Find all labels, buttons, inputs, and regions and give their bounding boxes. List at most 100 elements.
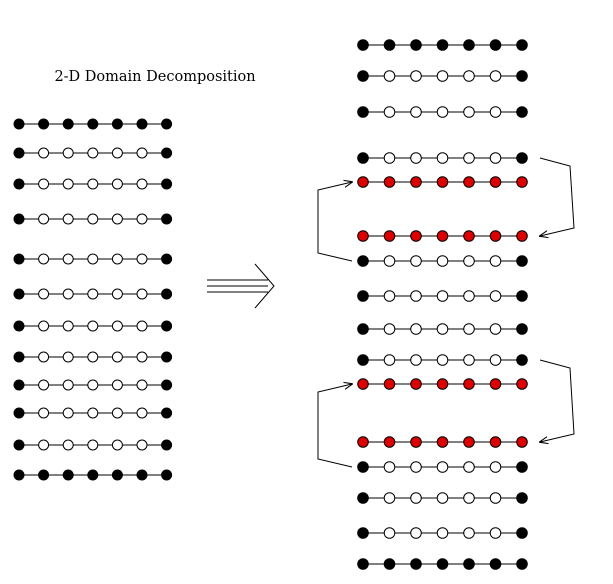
right-grid [357, 39, 528, 570]
interior-node [38, 178, 50, 190]
interior-node [410, 290, 422, 302]
interior-node [436, 152, 449, 164]
grid-row-interior [13, 253, 173, 265]
boundary-node [38, 469, 50, 481]
ghost-node [516, 436, 528, 448]
boundary-node [161, 147, 173, 159]
boundary-node [516, 323, 528, 335]
boundary-node [161, 407, 173, 419]
interior-node [136, 320, 148, 332]
boundary-node [357, 106, 369, 118]
left-grid [13, 118, 173, 481]
interior-node [111, 320, 123, 332]
interior-node [383, 290, 396, 302]
ghost-node [463, 176, 475, 188]
interior-node [436, 255, 449, 267]
boundary-node [161, 439, 173, 451]
boundary-node [357, 323, 369, 335]
grid-row-interior [357, 152, 528, 164]
interior-node [62, 439, 74, 451]
boundary-node [13, 178, 25, 190]
ghost-node [357, 436, 369, 448]
interior-node [38, 379, 50, 391]
boundary-node [136, 469, 148, 481]
interior-node [38, 253, 50, 265]
boundary-node [13, 320, 25, 332]
interior-node [383, 461, 396, 473]
boundary-node [161, 118, 173, 130]
ghost-node [516, 230, 528, 242]
interior-node [136, 407, 148, 419]
grid-row-boundary [13, 118, 173, 130]
ghost-node [463, 378, 475, 390]
grid-row-interior [357, 354, 528, 366]
interior-node [111, 351, 123, 363]
ghost-node [436, 176, 449, 188]
interior-node [436, 492, 449, 504]
boundary-node [161, 288, 173, 300]
boundary-node [463, 39, 475, 51]
interior-node [383, 70, 396, 82]
interior-node [111, 253, 123, 265]
interior-node [410, 527, 422, 539]
grid-row-interior [13, 351, 173, 363]
interior-node [87, 253, 99, 265]
grid-row-interior [13, 379, 173, 391]
interior-node [136, 253, 148, 265]
boundary-node [383, 558, 396, 570]
interior-node [111, 379, 123, 391]
grid-row-interior [13, 213, 173, 225]
grid-row-ghost [357, 176, 528, 188]
boundary-node [13, 253, 25, 265]
interior-node [383, 152, 396, 164]
interior-node [111, 178, 123, 190]
ghost-node [383, 436, 396, 448]
interior-node [62, 351, 74, 363]
boundary-node [13, 213, 25, 225]
boundary-node [13, 379, 25, 391]
interior-node [410, 461, 422, 473]
boundary-node [410, 39, 422, 51]
interior-node [410, 106, 422, 118]
interior-node [410, 323, 422, 335]
boundary-node [516, 255, 528, 267]
interior-node [136, 178, 148, 190]
ghost-node [410, 176, 422, 188]
boundary-node [13, 407, 25, 419]
boundary-node [62, 118, 74, 130]
boundary-node [463, 558, 475, 570]
interior-node [38, 147, 50, 159]
boundary-node [516, 461, 528, 473]
boundary-node [13, 288, 25, 300]
boundary-node [489, 39, 502, 51]
grid-row-interior [13, 407, 173, 419]
grid-row-ghost [357, 230, 528, 242]
interior-node [38, 439, 50, 451]
ghost-node [357, 230, 369, 242]
boundary-node [161, 379, 173, 391]
interior-node [489, 527, 502, 539]
interior-node [489, 70, 502, 82]
boundary-node [516, 152, 528, 164]
grid-row-interior [357, 106, 528, 118]
interior-node [136, 288, 148, 300]
boundary-node [13, 439, 25, 451]
interior-node [463, 290, 475, 302]
interior-node [489, 290, 502, 302]
boundary-node [87, 118, 99, 130]
grid-row-interior [13, 439, 173, 451]
boundary-node [516, 527, 528, 539]
interior-node [383, 492, 396, 504]
boundary-node [357, 354, 369, 366]
interior-node [87, 320, 99, 332]
ghost-node [410, 230, 422, 242]
interior-node [62, 178, 74, 190]
interior-node [62, 253, 74, 265]
interior-node [489, 106, 502, 118]
grid-row-interior [13, 320, 173, 332]
interior-node [489, 492, 502, 504]
interior-node [87, 351, 99, 363]
boundary-node [161, 178, 173, 190]
interior-node [436, 527, 449, 539]
